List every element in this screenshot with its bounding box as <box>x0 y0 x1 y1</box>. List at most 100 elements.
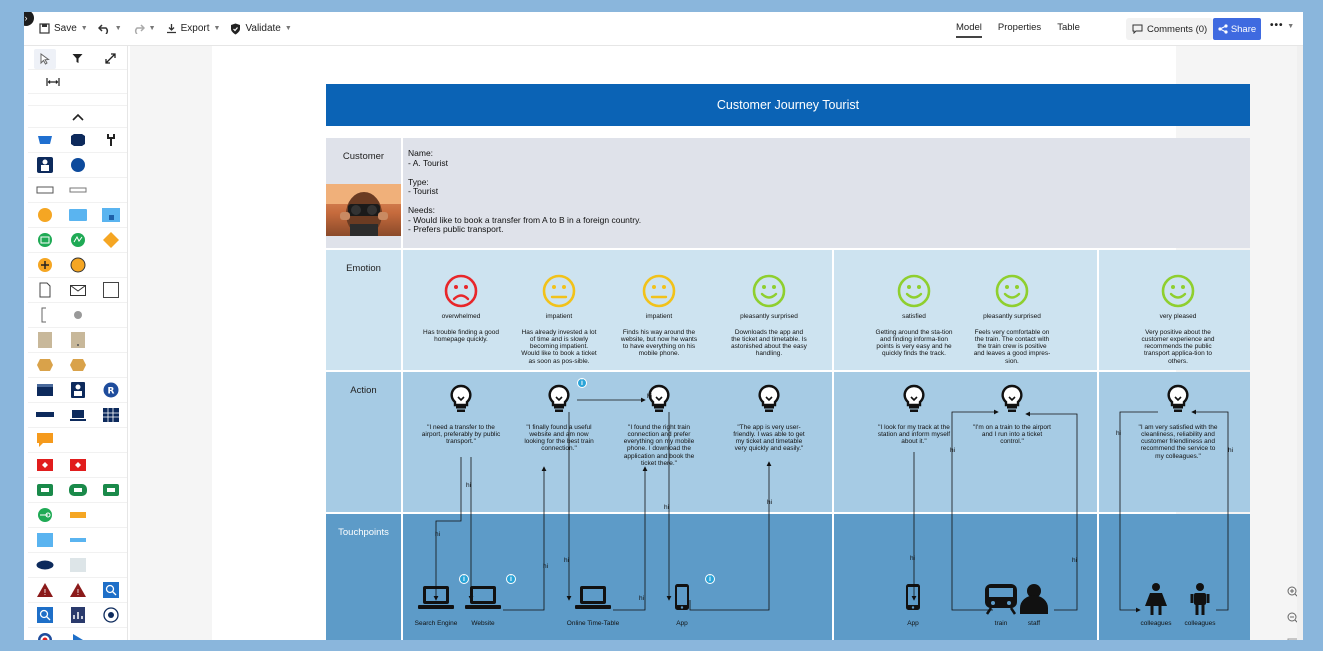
tool-shape-icon[interactable] <box>100 130 122 150</box>
role-shape-icon[interactable] <box>67 380 89 400</box>
chevron-down-icon[interactable]: ▼ <box>213 25 221 32</box>
connector-line[interactable] <box>1191 409 1229 611</box>
space-tool-icon[interactable] <box>42 72 64 92</box>
chevron-down-icon[interactable]: ▼ <box>284 25 292 32</box>
warning-alt-shape-icon[interactable]: ! <box>67 580 89 600</box>
system-shape-icon[interactable] <box>34 480 56 500</box>
hexagon-alt-shape-icon[interactable] <box>67 355 89 375</box>
audit-shape-icon[interactable] <box>34 605 56 625</box>
filter-tool-icon[interactable] <box>67 49 89 69</box>
gateway-shape-icon[interactable] <box>100 230 122 250</box>
eye-shape-icon[interactable] <box>100 605 122 625</box>
export-button[interactable]: Export ▼ <box>161 17 226 41</box>
connector-line[interactable] <box>1119 411 1158 613</box>
event-shape-icon[interactable] <box>34 205 56 225</box>
connector-line[interactable] <box>503 466 547 611</box>
action-statement: "I need a transfer to the airport, prefe… <box>421 424 501 446</box>
risk-alt-shape-icon[interactable] <box>67 455 89 475</box>
persona-shape-icon[interactable] <box>67 130 89 150</box>
pointer-tool-icon[interactable] <box>33 48 56 69</box>
mail-shape-icon[interactable] <box>67 280 89 300</box>
point-shape-icon[interactable] <box>67 305 89 325</box>
redo-button[interactable]: ▼ <box>127 17 161 41</box>
emotion-label: pleasantly surprised <box>740 313 798 320</box>
lane-flat-shape-icon[interactable] <box>67 180 89 200</box>
warning-shape-icon[interactable]: ! <box>34 580 56 600</box>
hexagon-shape-icon[interactable] <box>34 355 56 375</box>
diagram-canvas[interactable]: Customer Journey Tourist Customer Na <box>130 46 1303 640</box>
vertical-scrollbar[interactable] <box>1297 46 1303 640</box>
connector-line[interactable] <box>613 466 648 611</box>
info-icon[interactable]: i <box>577 378 587 388</box>
interface-shape-icon[interactable] <box>34 505 56 525</box>
inspect-shape-icon[interactable] <box>100 580 122 600</box>
laptop-shape-icon[interactable] <box>67 405 89 425</box>
connector-label: hi <box>639 595 644 602</box>
collapse-group-icon[interactable] <box>67 107 89 127</box>
circle-shape-icon[interactable] <box>67 155 89 175</box>
chevron-down-icon[interactable]: ▼ <box>80 25 88 32</box>
grey-box-shape-icon[interactable] <box>67 555 89 575</box>
blue-bar-shape-icon[interactable] <box>67 530 89 550</box>
message-event-icon[interactable] <box>34 230 56 250</box>
need-item: - Would like to book a transfer from A t… <box>408 214 642 225</box>
chevron-down-icon[interactable]: ▼ <box>148 25 156 32</box>
connector-line[interactable] <box>951 409 999 611</box>
tab-model[interactable]: Model <box>956 20 982 38</box>
orange-bar-shape-icon[interactable] <box>67 505 89 525</box>
customer-segment-shape-icon[interactable] <box>34 130 56 150</box>
play-shape-icon[interactable] <box>67 630 89 640</box>
share-button[interactable]: Share <box>1213 18 1261 40</box>
collapse-panel-icon[interactable]: › <box>24 12 34 26</box>
add-event-icon[interactable] <box>34 255 56 275</box>
customer-lane[interactable]: Customer Name: - A. Tourist Type: <box>326 138 1250 248</box>
signal-event-icon[interactable] <box>67 230 89 250</box>
note-shape-icon[interactable] <box>100 280 122 300</box>
validate-button[interactable]: Validate ▼ <box>225 17 296 41</box>
tab-table[interactable]: Table <box>1057 22 1080 33</box>
fit-to-screen-icon[interactable] <box>1287 638 1299 640</box>
comments-button[interactable]: Comments (0) <box>1126 18 1214 40</box>
info-icon[interactable]: i <box>459 574 469 584</box>
end-event-icon[interactable] <box>67 255 89 275</box>
undo-button[interactable]: ▼ <box>93 17 127 41</box>
action-lane[interactable]: Action "I need a transfer to the airport… <box>326 372 1250 512</box>
blue-box-shape-icon[interactable] <box>34 530 56 550</box>
table-shape-icon[interactable] <box>100 405 122 425</box>
save-button[interactable]: Save ▼ <box>34 17 93 41</box>
touchpoints-lane-label: Touchpoints <box>338 527 389 538</box>
bar-shape-icon[interactable] <box>34 405 56 425</box>
box-dot-shape-icon[interactable] <box>67 330 89 350</box>
chevron-down-icon[interactable]: ▼ <box>114 25 122 32</box>
lane-shape-icon[interactable] <box>34 180 56 200</box>
connector-line[interactable] <box>433 457 462 601</box>
box-shape-icon[interactable] <box>34 330 56 350</box>
task-shape-icon[interactable] <box>67 205 89 225</box>
people-shape-icon[interactable] <box>34 155 56 175</box>
annotation-shape-icon[interactable] <box>34 305 56 325</box>
info-icon[interactable]: i <box>506 574 516 584</box>
subprocess-shape-icon[interactable] <box>100 205 122 225</box>
diagram-title[interactable]: Customer Journey Tourist <box>326 84 1250 126</box>
risk-shape-icon[interactable] <box>34 455 56 475</box>
diagram-title-text: Customer Journey Tourist <box>716 98 860 112</box>
tab-properties[interactable]: Properties <box>997 22 1042 33</box>
document-shape-icon[interactable] <box>34 280 56 300</box>
ellipse-shape-icon[interactable] <box>34 555 56 575</box>
happy-face-icon <box>897 274 931 308</box>
window-shape-icon[interactable] <box>34 380 56 400</box>
target-shape-icon[interactable] <box>34 630 56 640</box>
connector-line[interactable] <box>1025 411 1078 611</box>
system-alt-shape-icon[interactable] <box>100 480 122 500</box>
more-options-icon[interactable]: ••• ▼ <box>1270 20 1296 31</box>
info-icon[interactable]: i <box>705 574 715 584</box>
connector-line[interactable] <box>689 461 772 611</box>
save-label: Save <box>54 23 77 34</box>
resource-shape-icon[interactable]: R <box>100 380 122 400</box>
comment-shape-icon[interactable] <box>34 430 56 450</box>
system-rounded-shape-icon[interactable] <box>67 480 89 500</box>
chart-shape-icon[interactable] <box>67 605 89 625</box>
connect-tool-icon[interactable] <box>100 49 122 69</box>
